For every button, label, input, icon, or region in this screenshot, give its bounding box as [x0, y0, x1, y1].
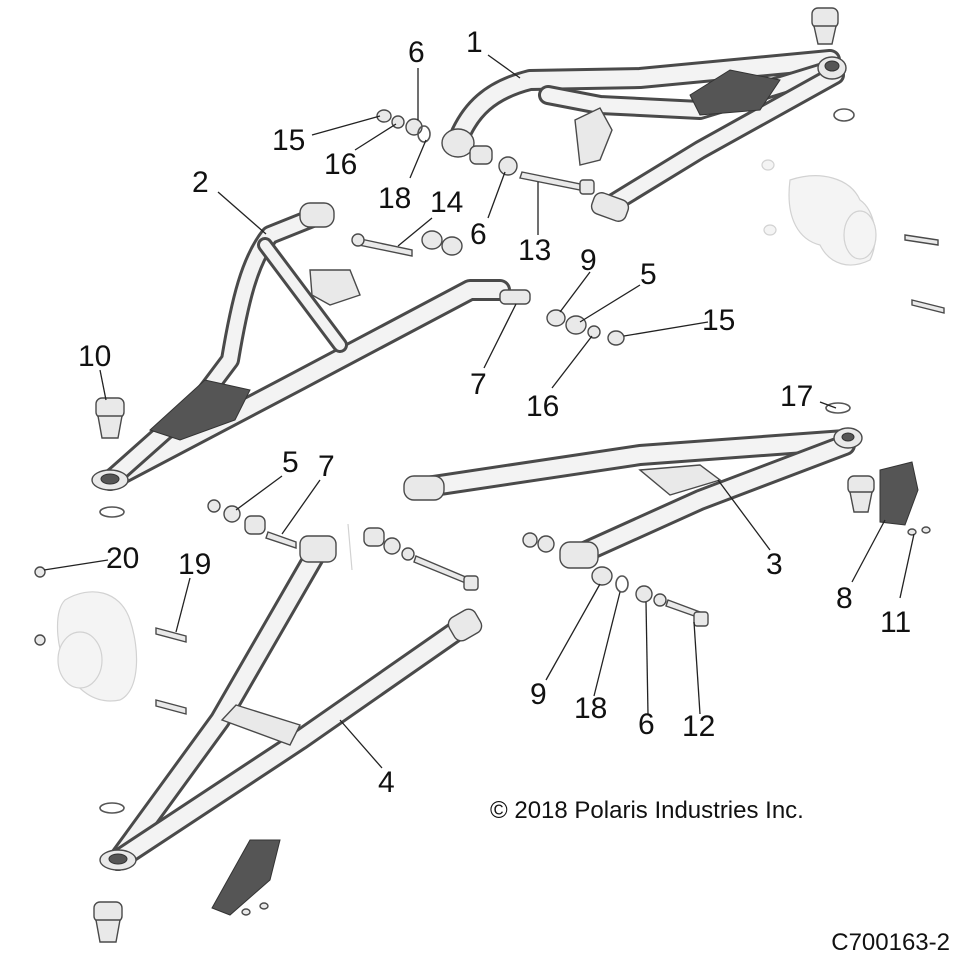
figure-code: C700163-2: [831, 929, 950, 956]
callout: 9: [580, 244, 597, 277]
callout: 11: [880, 606, 911, 639]
callout: 1: [466, 26, 483, 59]
callout: 14: [430, 186, 463, 219]
upper-control-arm-2: [91, 202, 511, 518]
callout: 15: [702, 304, 735, 337]
hardware-arm-2: [351, 230, 851, 414]
callout: 7: [470, 368, 487, 401]
lower-control-arm-3: [403, 427, 863, 569]
ball-joint-left: [95, 397, 125, 439]
steering-knuckle-ghost-right: [761, 159, 945, 314]
steering-knuckle-ghost-left: [34, 566, 187, 715]
callout: 7: [318, 450, 335, 483]
callout: 2: [192, 166, 209, 199]
hardware-arm-4: [207, 499, 479, 591]
callout: 13: [518, 234, 551, 267]
callout: 8: [836, 582, 853, 615]
callout: 12: [682, 710, 715, 743]
callout: 6: [470, 218, 487, 251]
callout: 5: [282, 446, 299, 479]
callout-labels: 1 6 15 16 18 2 14 6 13 9 5 15 10 7 16 17…: [78, 26, 911, 799]
callout: 18: [574, 692, 607, 725]
callout: 15: [272, 124, 305, 157]
callout: 20: [106, 542, 139, 575]
guard-plate-lower: [211, 839, 281, 916]
guard-plate-8: [879, 461, 931, 536]
callout: 17: [780, 380, 813, 413]
callout: 18: [378, 182, 411, 215]
copyright-notice: © 2018 Polaris Industries Inc.: [490, 797, 804, 824]
ball-joint-upper-right: [811, 7, 839, 45]
callout: 4: [378, 766, 395, 799]
callout: 5: [640, 258, 657, 291]
callout: 9: [530, 678, 547, 711]
upper-control-arm-1: [441, 49, 855, 222]
lower-control-arm-4: [99, 535, 483, 871]
callout: 6: [638, 708, 655, 741]
ball-joint-right: [847, 475, 875, 513]
callout: 3: [766, 548, 783, 581]
ball-joint-lower: [93, 901, 123, 943]
leader-lines: [43, 54, 915, 769]
callout: 6: [408, 36, 425, 69]
callout: 10: [78, 340, 111, 373]
hardware-arm-3: [522, 532, 709, 627]
callout: 16: [324, 148, 357, 181]
callout: 19: [178, 548, 211, 581]
callout: 16: [526, 390, 559, 423]
